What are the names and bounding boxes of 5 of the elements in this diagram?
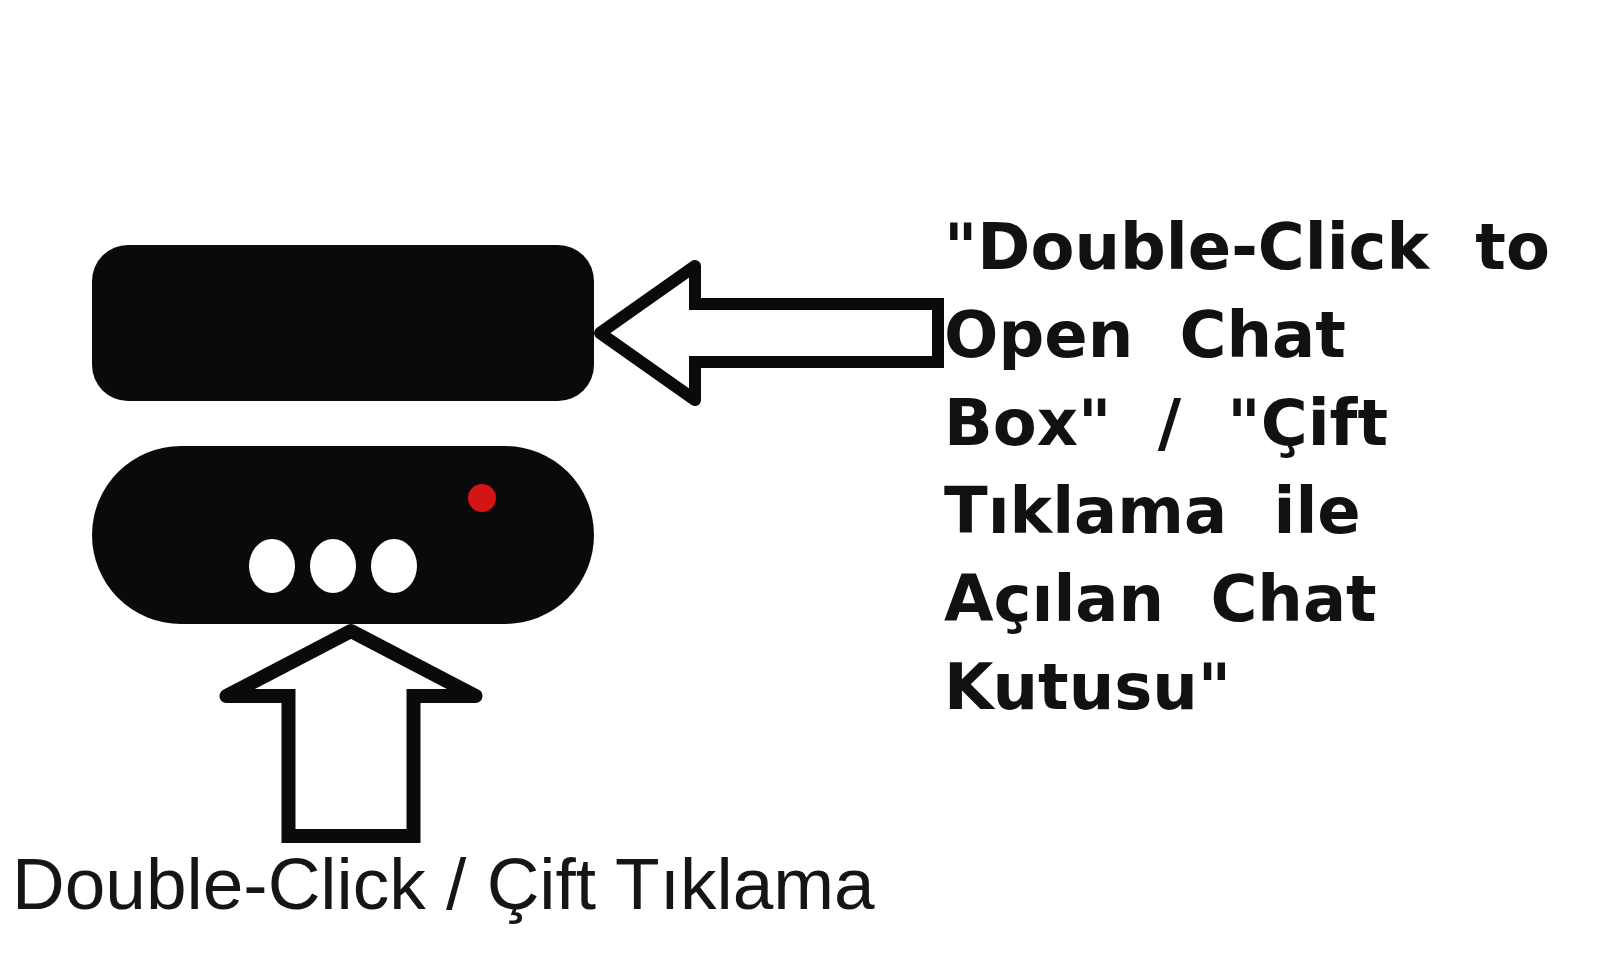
rounded-bar [92,245,594,401]
callout-text: Double-Click / Çift Tıklama [12,843,875,925]
callout-text: "Double-Click to Open Chat Box" / "Çift Tıklama ile Açılan Chat Kutusu" [944,203,1556,731]
hollow-arrow [594,260,944,406]
hollow-arrow [219,624,483,843]
